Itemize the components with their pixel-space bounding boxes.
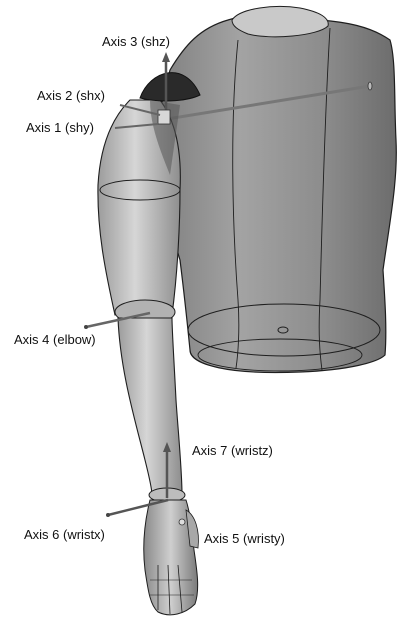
axis7-label: Axis 7 (wristz) bbox=[192, 443, 273, 458]
forearm bbox=[118, 318, 182, 495]
axis6-label: Axis 6 (wristx) bbox=[24, 527, 105, 542]
axis3-arrowhead bbox=[162, 52, 170, 62]
axis5-label: Axis 5 (wristy) bbox=[204, 531, 285, 546]
hand bbox=[144, 500, 199, 615]
axis4-rod-end bbox=[84, 325, 88, 329]
torso-body bbox=[157, 14, 397, 373]
axis3-label: Axis 3 (shz) bbox=[102, 34, 170, 49]
axis1-label: Axis 1 (shy) bbox=[26, 120, 94, 135]
axis6-rod-end bbox=[106, 513, 110, 517]
shoulder-joint-block bbox=[158, 110, 170, 124]
torso bbox=[157, 7, 397, 373]
axis4-label: Axis 4 (elbow) bbox=[14, 332, 96, 347]
shoulder-rod-end bbox=[368, 82, 372, 90]
axis5-marker bbox=[179, 519, 185, 525]
axis2-label: Axis 2 (shx) bbox=[37, 88, 105, 103]
neck-opening bbox=[232, 7, 328, 37]
